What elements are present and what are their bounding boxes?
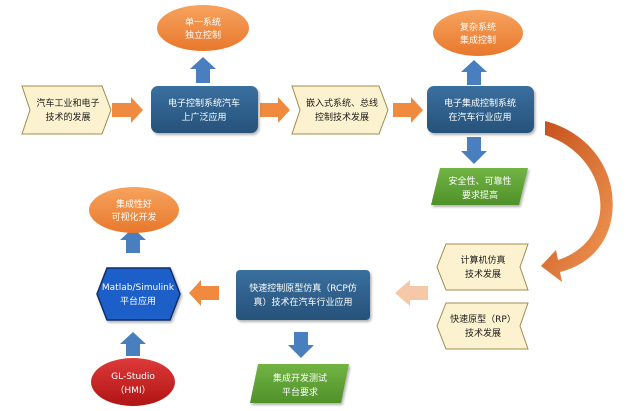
node-rcp-application: 快速控制原型仿真（RCP仿 真）技术在汽车行业应用 — [236, 270, 370, 320]
node-gl-studio: GL-Studio （HMI） — [91, 358, 175, 406]
node-embedded-tech-line1: 嵌入式系统、总线 — [306, 97, 378, 109]
node-ecs-application-line2: 上广泛应用 — [181, 111, 226, 123]
node-rapid-proto-line1: 快速原型（RP） — [450, 313, 516, 325]
node-computer-sim-line1: 计算机仿真 — [460, 254, 505, 266]
node-auto-electronics-line1: 汽车工业和电子 — [36, 97, 99, 109]
arrow-right-3 — [393, 97, 423, 123]
node-complex-system-line2: 集成控制 — [460, 34, 496, 46]
node-integration-visual-line2: 可视化开发 — [111, 211, 156, 223]
arrow-up-1 — [190, 57, 216, 83]
arrow-up-4 — [120, 332, 146, 356]
node-single-system-line2: 独立控制 — [185, 29, 221, 41]
node-integrated-control-line2: 在汽车行业应用 — [448, 111, 511, 123]
node-embedded-tech: 嵌入式系统、总线 控制技术发展 — [291, 85, 389, 135]
node-auto-electronics-line2: 技术的发展 — [45, 111, 90, 123]
arrow-down-2 — [288, 332, 314, 358]
node-gl-studio-line1: GL-Studio — [111, 372, 155, 382]
node-integrated-control: 电子集成控制系统 在汽车行业应用 — [427, 86, 534, 133]
node-integrated-test-line2: 平台要求 — [282, 386, 318, 398]
node-ecs-application-line1: 电子控制系统汽车 — [168, 97, 240, 109]
arrow-down-1 — [461, 137, 487, 164]
node-integrated-control-line1: 电子集成控制系统 — [444, 97, 516, 109]
node-integration-visual: 集成性好 可视化开发 — [89, 187, 179, 233]
arrow-right-1 — [112, 97, 143, 123]
node-single-system: 单一系统 独立控制 — [157, 5, 249, 51]
node-safety-req-line2: 要求提高 — [462, 189, 498, 201]
arrow-left-1 — [189, 280, 219, 306]
node-rcp-application-line2: 真）技术在汽车行业应用 — [253, 296, 352, 308]
node-safety-req: 安全性、可靠性 要求提高 — [431, 168, 528, 205]
arrow-left-2 — [395, 280, 428, 306]
node-computer-sim-line2: 技术发展 — [465, 268, 501, 280]
node-auto-electronics: 汽车工业和电子 技术的发展 — [21, 85, 112, 135]
node-matlab-platform-line2: 平台应用 — [120, 295, 156, 307]
node-embedded-tech-line2: 控制技术发展 — [315, 111, 369, 123]
arrow-up-2 — [461, 60, 487, 85]
node-complex-system-line1: 复杂系统 — [460, 21, 496, 33]
arrow-up-3 — [120, 228, 146, 253]
node-ecs-application: 电子控制系统汽车 上广泛应用 — [151, 86, 258, 133]
node-computer-sim: 计算机仿真 技术发展 — [436, 243, 529, 291]
node-matlab-platform-line1: Matlab/Simulink — [102, 283, 175, 293]
node-gl-studio-line2: （HMI） — [115, 385, 150, 396]
node-rcp-application-line1: 快速控制原型仿真（RCP仿 — [249, 282, 357, 294]
node-rapid-proto-line2: 技术发展 — [465, 327, 501, 339]
node-rapid-proto: 快速原型（RP） 技术发展 — [436, 302, 529, 350]
node-single-system-line1: 单一系统 — [185, 16, 221, 28]
arrow-right-2 — [260, 97, 290, 123]
node-integrated-test: 集成开发测试 平台要求 — [250, 364, 349, 403]
node-complex-system: 复杂系统 集成控制 — [433, 10, 523, 56]
curved-arrow — [541, 121, 613, 282]
node-safety-req-line1: 安全性、可靠性 — [448, 175, 511, 187]
node-matlab-platform: Matlab/Simulink 平台应用 — [96, 267, 181, 321]
node-integrated-test-line1: 集成开发测试 — [273, 372, 327, 384]
node-integration-visual-line1: 集成性好 — [116, 198, 152, 210]
